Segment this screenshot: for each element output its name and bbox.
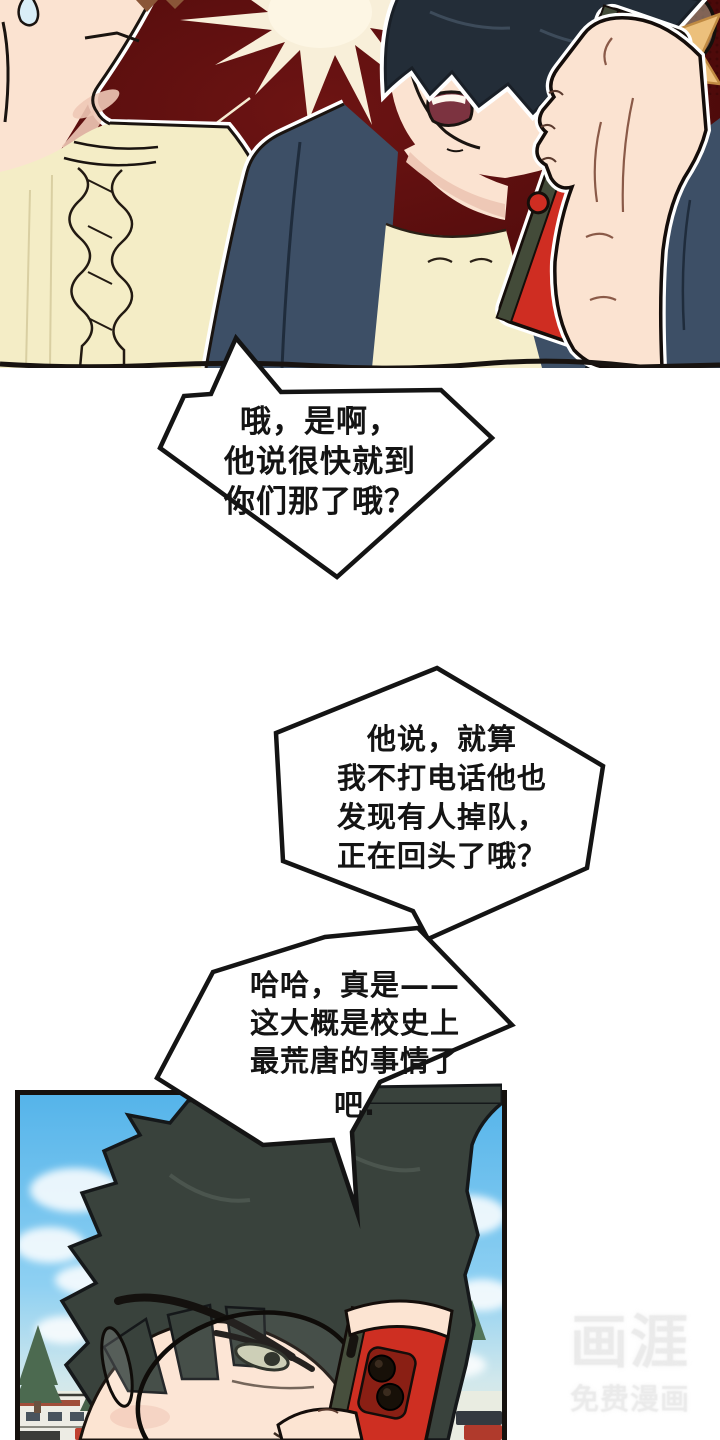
eyebrow: [114, 1293, 296, 1361]
bubble-line: 最荒唐的事情了: [249, 1044, 460, 1078]
panel-top-art: [0, 0, 720, 373]
glasses-side-lens: [100, 1326, 134, 1408]
starburst: [180, 0, 463, 163]
bubble-line: 他说很快就到: [224, 444, 416, 480]
left-character-hair: [136, 0, 184, 12]
watermark-brand: 画涯: [569, 1308, 690, 1376]
watermark: 画涯 免费漫画: [545, 1312, 715, 1418]
bubble-line: 正在回头了哦？: [336, 839, 547, 873]
panel-top-border: [0, 358, 720, 371]
sweat-drop-icon: [17, 0, 40, 27]
sweater-cable-left: [68, 167, 94, 369]
speech-bubble-2: [273, 665, 606, 942]
watermark-tagline: 免费漫画: [569, 1382, 690, 1416]
bubble-line: 发现有人掉队，: [336, 800, 547, 834]
fingernails: [540, 89, 564, 163]
bubble-line: 你们那了哦？: [224, 484, 416, 520]
bubble-line: 我不打电话他也: [336, 761, 547, 795]
bubble-line: 哈哈，真是——: [249, 968, 460, 1002]
right-character-hand: [535, 16, 708, 370]
collarbone-lines: [427, 257, 493, 263]
panel-bottom: [15, 1090, 507, 1440]
bubble-line: 吧.: [333, 1088, 377, 1122]
jacket-left: [206, 104, 398, 368]
panel-bottom-art: [20, 1095, 502, 1440]
finger-top: [344, 1299, 454, 1340]
boy-phone: [276, 1299, 454, 1440]
bubble-3-text: 哈哈，真是—— 这大概是校史上 最荒唐的事情了 吧.: [205, 966, 505, 1124]
bubble-line: 这大概是校史上: [249, 1006, 460, 1040]
bubble-2-text: 他说，就算 我不打电话他也 发现有人掉队， 正在回头了哦？: [297, 720, 587, 876]
bubble-line: 他说，就算: [366, 722, 517, 756]
panel-top: [0, 0, 720, 373]
speech-bubble-3: [154, 925, 516, 1230]
shirt: [372, 224, 542, 368]
right-character: [201, 0, 720, 373]
left-character-mouth: [84, 31, 140, 43]
bubble-1-text: 哦，是啊， 他说很快就到 你们那了哦？: [165, 402, 475, 522]
bubble-line: 哦，是啊，: [240, 404, 400, 440]
speech-bubble-1: [157, 333, 496, 580]
sweater-cable-right: [110, 169, 134, 368]
